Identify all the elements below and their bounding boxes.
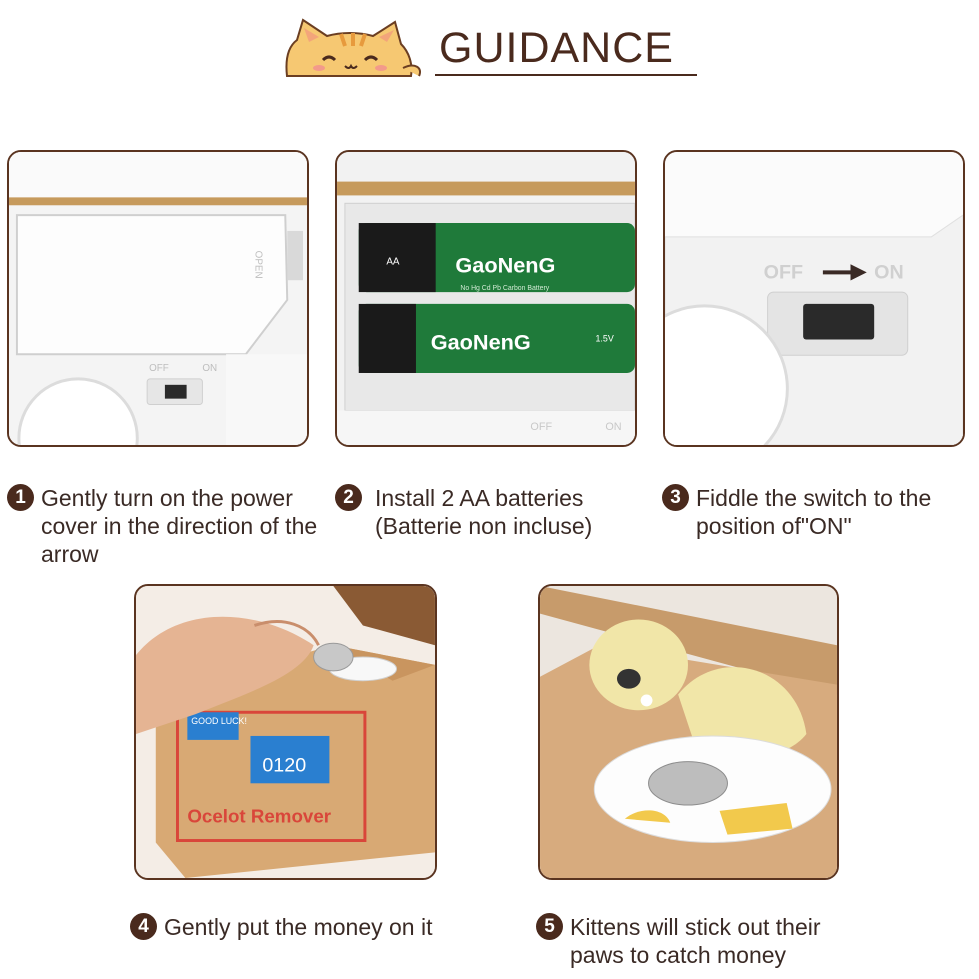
step-4: 4 Gently put the money on it — [130, 913, 490, 941]
svg-text:Ocelot Remover: Ocelot Remover — [187, 806, 331, 827]
step-3: 3 Fiddle the switch to the position of"O… — [662, 484, 974, 540]
svg-text:0120: 0120 — [262, 754, 306, 776]
step-5: 5 Kittens will stick out their paws to c… — [536, 913, 866, 969]
step-number: 5 — [536, 913, 563, 940]
svg-text:No Hg Cd Pb Carbon Battery: No Hg Cd Pb Carbon Battery — [460, 285, 549, 292]
photo-batteries: AA GaoNenG No Hg Cd Pb Carbon Battery Ga… — [335, 150, 637, 447]
svg-text:GaoNenG: GaoNenG — [431, 329, 531, 354]
step-number: 4 — [130, 913, 157, 940]
svg-text:OPEN: OPEN — [253, 251, 264, 279]
svg-text:OFF: OFF — [149, 363, 169, 374]
photo-power-cover: OPEN OFF ON — [7, 150, 309, 447]
svg-text:GaoNenG: GaoNenG — [455, 252, 555, 277]
step-number: 1 — [7, 484, 34, 511]
step-text: Install 2 AA batteries (Batterie non inc… — [375, 485, 593, 539]
svg-text:ON: ON — [874, 261, 904, 283]
step-2: 2 Install 2 AA batteries (Batterie non i… — [335, 484, 635, 540]
step-number: 3 — [662, 484, 689, 511]
photo-kitten-paw — [538, 584, 839, 880]
photo-switch: OFF ON — [663, 150, 965, 447]
svg-text:ON: ON — [202, 363, 217, 374]
svg-text:OFF: OFF — [530, 421, 552, 433]
photo-put-money: GOOD LUCK! 0120 Ocelot Remover — [134, 584, 437, 880]
title-underline — [435, 74, 697, 76]
svg-text:GOOD LUCK!: GOOD LUCK! — [191, 716, 247, 726]
page-title: GUIDANCE — [439, 24, 674, 72]
step-text: Kittens will stick out their paws to cat… — [570, 914, 821, 968]
step-text: Gently turn on the power cover in the di… — [41, 485, 318, 567]
guidance-header: GUIDANCE — [283, 18, 697, 80]
cat-face-icon — [285, 18, 421, 77]
svg-text:OFF: OFF — [764, 261, 803, 283]
step-text: Fiddle the switch to the position of"ON" — [696, 485, 932, 539]
svg-text:1.5V: 1.5V — [596, 333, 614, 343]
step-1: 1 Gently turn on the power cover in the … — [7, 484, 327, 568]
step-text: Gently put the money on it — [164, 914, 433, 940]
svg-text:AA: AA — [386, 256, 400, 267]
svg-text:ON: ON — [605, 421, 621, 433]
step-number: 2 — [335, 484, 362, 511]
